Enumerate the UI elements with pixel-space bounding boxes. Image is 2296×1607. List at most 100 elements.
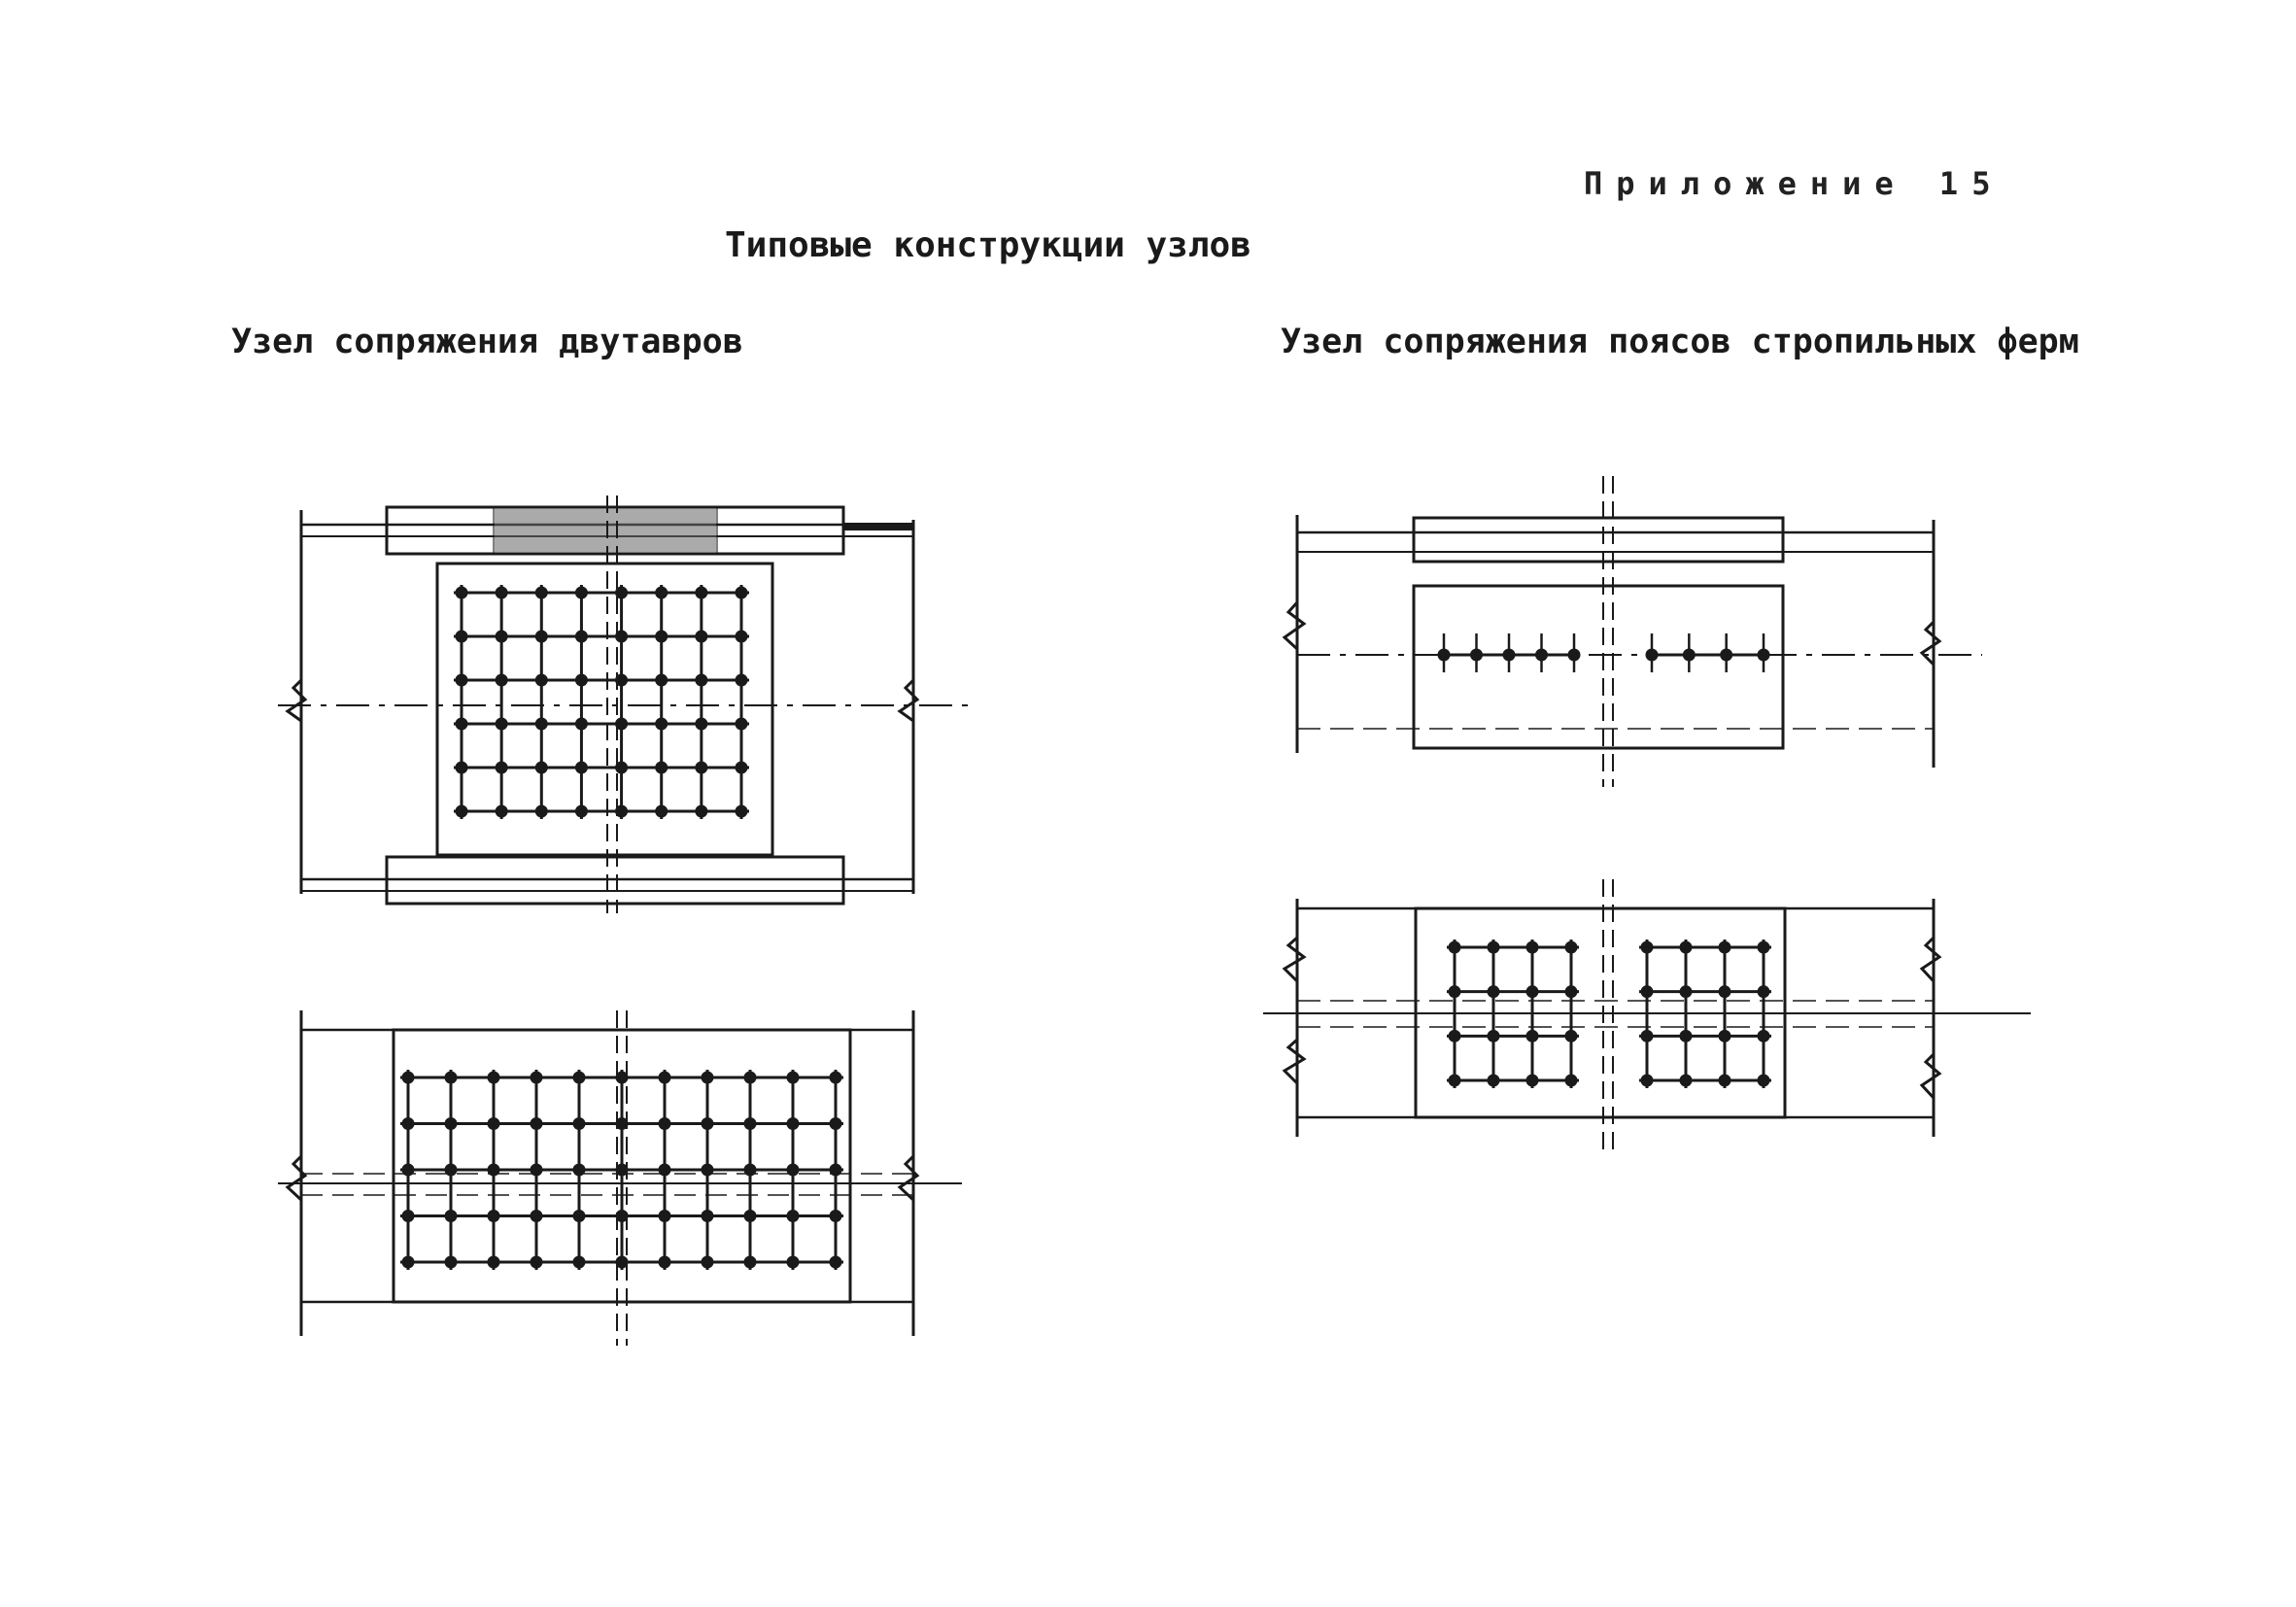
bolt: [743, 1071, 757, 1084]
bolt: [701, 1163, 714, 1177]
bolt: [615, 1117, 629, 1130]
truss-chord-splice-plan: [1263, 879, 2031, 1151]
bolt: [701, 1071, 714, 1084]
bolt: [530, 1210, 543, 1222]
bolt: [735, 717, 748, 731]
bolt: [615, 717, 629, 731]
bolt: [455, 630, 468, 643]
figure-caption-left: Узел сопряжения двутавров: [231, 323, 743, 361]
bolt: [574, 630, 588, 643]
bolt: [495, 804, 508, 818]
bolt: [829, 1071, 842, 1084]
bolt: [615, 1210, 629, 1222]
bolt: [444, 1163, 458, 1177]
bolt: [1718, 1029, 1731, 1043]
bolt: [495, 717, 508, 731]
bolt: [1757, 985, 1770, 999]
bolt: [658, 1255, 671, 1269]
bolt: [1640, 1029, 1654, 1043]
bolt: [1757, 1029, 1770, 1043]
bolt: [701, 1117, 714, 1130]
bolt: [1679, 985, 1693, 999]
bolt: [701, 1210, 714, 1222]
figure-caption-right: Узел сопряжения поясов стропильных ферм: [1281, 323, 2079, 361]
bolt: [455, 761, 468, 774]
bolt: [1487, 940, 1500, 954]
bolt: [1640, 1074, 1654, 1087]
bolt: [530, 1255, 543, 1269]
bolt: [495, 630, 508, 643]
bolt: [658, 1210, 671, 1222]
bolt: [655, 761, 668, 774]
bolt: [1448, 1029, 1461, 1043]
bolt: [495, 586, 508, 599]
bolt: [1567, 648, 1581, 662]
bolt: [1679, 1074, 1693, 1087]
bolt: [615, 1163, 629, 1177]
bolt: [786, 1071, 800, 1084]
bolt: [743, 1163, 757, 1177]
bolt: [695, 673, 708, 687]
bolt: [786, 1210, 800, 1222]
bolt: [401, 1163, 415, 1177]
bolt: [572, 1255, 586, 1269]
bolt: [658, 1117, 671, 1130]
bolt: [615, 761, 629, 774]
bolt: [495, 761, 508, 774]
bolt: [695, 630, 708, 643]
bolt: [401, 1210, 415, 1222]
bolt: [1718, 940, 1731, 954]
bolt: [1470, 648, 1483, 662]
bolt: [574, 586, 588, 599]
bolt: [1487, 1029, 1500, 1043]
bolt: [615, 586, 629, 599]
bolt: [655, 717, 668, 731]
bolt: [574, 761, 588, 774]
bolt: [572, 1071, 586, 1084]
bolt: [655, 630, 668, 643]
bolt: [444, 1210, 458, 1222]
bolt: [574, 673, 588, 687]
bolt-row-right-top: [1437, 633, 1770, 672]
bolt-grid-left-top: [454, 585, 749, 819]
bolt: [786, 1163, 800, 1177]
bolt: [701, 1255, 714, 1269]
bolt: [1437, 648, 1451, 662]
bolt: [829, 1163, 842, 1177]
truss-chord-splice-elevation: [1282, 476, 1982, 787]
bolt: [695, 761, 708, 774]
bolt: [572, 1117, 586, 1130]
bolt: [534, 804, 548, 818]
bolt: [487, 1210, 500, 1222]
bolt: [735, 673, 748, 687]
bolt: [1757, 1074, 1770, 1087]
bolt: [534, 630, 548, 643]
bolt: [1525, 1074, 1539, 1087]
bolt: [655, 673, 668, 687]
bolt: [1757, 940, 1770, 954]
bolt: [655, 586, 668, 599]
bolt: [829, 1210, 842, 1222]
bolt: [1502, 648, 1516, 662]
bolt: [743, 1210, 757, 1222]
bolt: [534, 717, 548, 731]
bolt: [735, 804, 748, 818]
bolt: [455, 586, 468, 599]
bolt: [658, 1071, 671, 1084]
bolt: [401, 1255, 415, 1269]
bolt: [1564, 940, 1578, 954]
bolt: [574, 717, 588, 731]
bolt: [574, 804, 588, 818]
bolt: [1720, 648, 1733, 662]
bolt: [743, 1117, 757, 1130]
bolt: [615, 630, 629, 643]
bolt: [786, 1255, 800, 1269]
bolt: [1564, 1029, 1578, 1043]
bolt: [695, 586, 708, 599]
bolt: [455, 673, 468, 687]
bolt: [829, 1117, 842, 1130]
bolt: [615, 804, 629, 818]
bolt: [1564, 985, 1578, 999]
bolt: [1525, 940, 1539, 954]
bolt: [1564, 1074, 1578, 1087]
